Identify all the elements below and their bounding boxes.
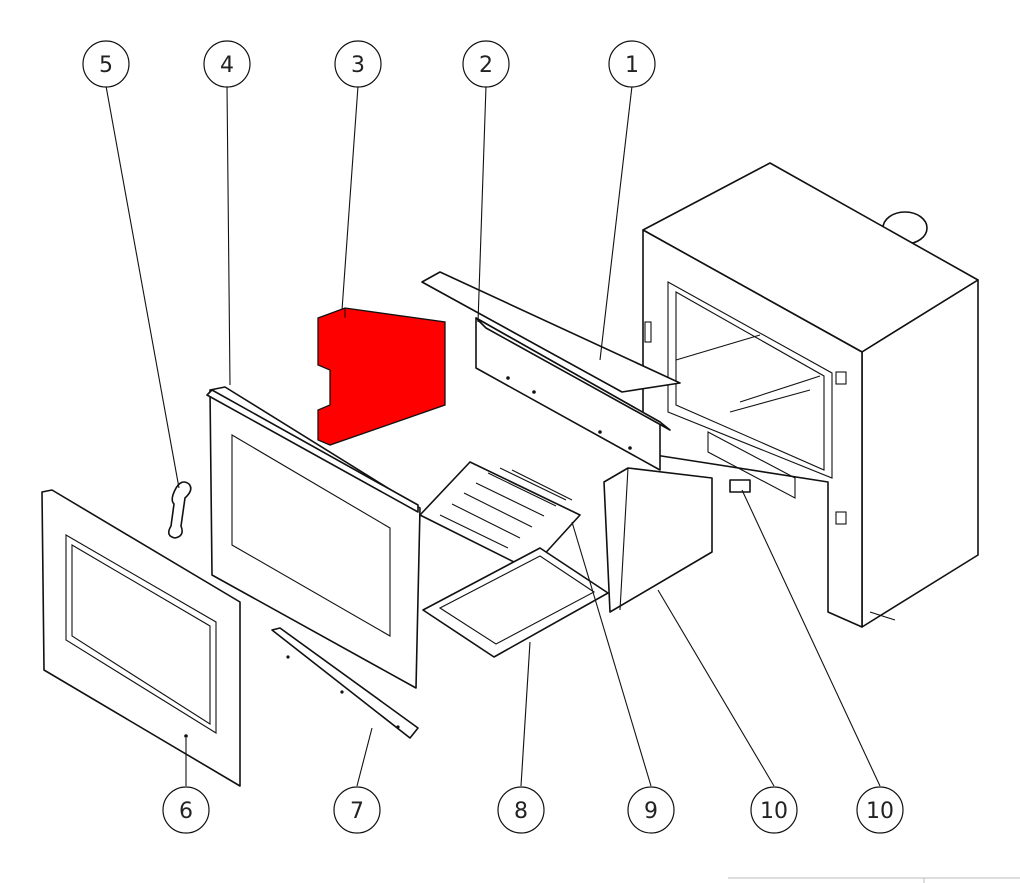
balloon-label: 2 xyxy=(479,53,493,78)
leader-lines xyxy=(105,85,881,787)
stove-door-opening xyxy=(667,281,833,479)
balloon-label: 6 xyxy=(179,799,193,824)
hinge-bolt-lower xyxy=(835,511,847,525)
balloon-circle xyxy=(856,786,904,834)
balloon-b3: 3 xyxy=(334,40,382,88)
balloon-b8: 8 xyxy=(497,786,545,834)
balloon-circle xyxy=(162,786,210,834)
balloon-circle xyxy=(462,40,510,88)
balloon-circle xyxy=(334,40,382,88)
balloon-circle xyxy=(82,40,130,88)
ash-slot xyxy=(707,431,796,499)
balloon-label: 7 xyxy=(350,799,364,824)
balloon-label: 9 xyxy=(644,799,658,824)
part-3-side-firebrick xyxy=(317,307,446,446)
item-balloons: 5 4 3 2 1 6 7 8 9 10 10 xyxy=(82,40,904,834)
balloon-b9: 9 xyxy=(627,786,675,834)
balloon-circle xyxy=(608,40,656,88)
balloon-circle xyxy=(333,786,381,834)
balloon-circle xyxy=(627,786,675,834)
part-5-door-handle xyxy=(167,481,192,539)
balloon-label: 1 xyxy=(625,53,639,78)
part-4-door-frame xyxy=(206,386,421,689)
part-9-grate xyxy=(419,461,581,571)
balloon-b2: 2 xyxy=(462,40,510,88)
balloon-b6: 6 xyxy=(162,786,210,834)
hinge-bolt-upper xyxy=(835,371,847,385)
part-10-side-panel xyxy=(603,467,713,613)
balloon-label: 3 xyxy=(351,53,365,78)
part-7-bottom-rail xyxy=(271,627,419,739)
part-6-glass-door xyxy=(41,489,241,787)
balloon-circle xyxy=(497,786,545,834)
title-block-corner xyxy=(728,877,1020,883)
balloon-label: 4 xyxy=(220,53,234,78)
balloon-label: 8 xyxy=(514,799,528,824)
balloon-label: 10 xyxy=(760,799,788,824)
balloon-b4: 4 xyxy=(203,40,251,88)
balloon-b5: 5 xyxy=(82,40,130,88)
balloon-b10a: 10 xyxy=(750,786,798,834)
stove-handle xyxy=(644,321,652,343)
stove-body xyxy=(642,162,979,628)
balloon-b1: 1 xyxy=(608,40,656,88)
balloon-label: 10 xyxy=(866,799,894,824)
balloon-b10b: 10 xyxy=(856,786,904,834)
balloon-b7: 7 xyxy=(333,786,381,834)
part-8-ash-pan xyxy=(422,547,609,658)
balloon-circle xyxy=(203,40,251,88)
balloon-label: 5 xyxy=(99,53,113,78)
balloon-circle xyxy=(750,786,798,834)
part-10-clip xyxy=(729,479,751,493)
